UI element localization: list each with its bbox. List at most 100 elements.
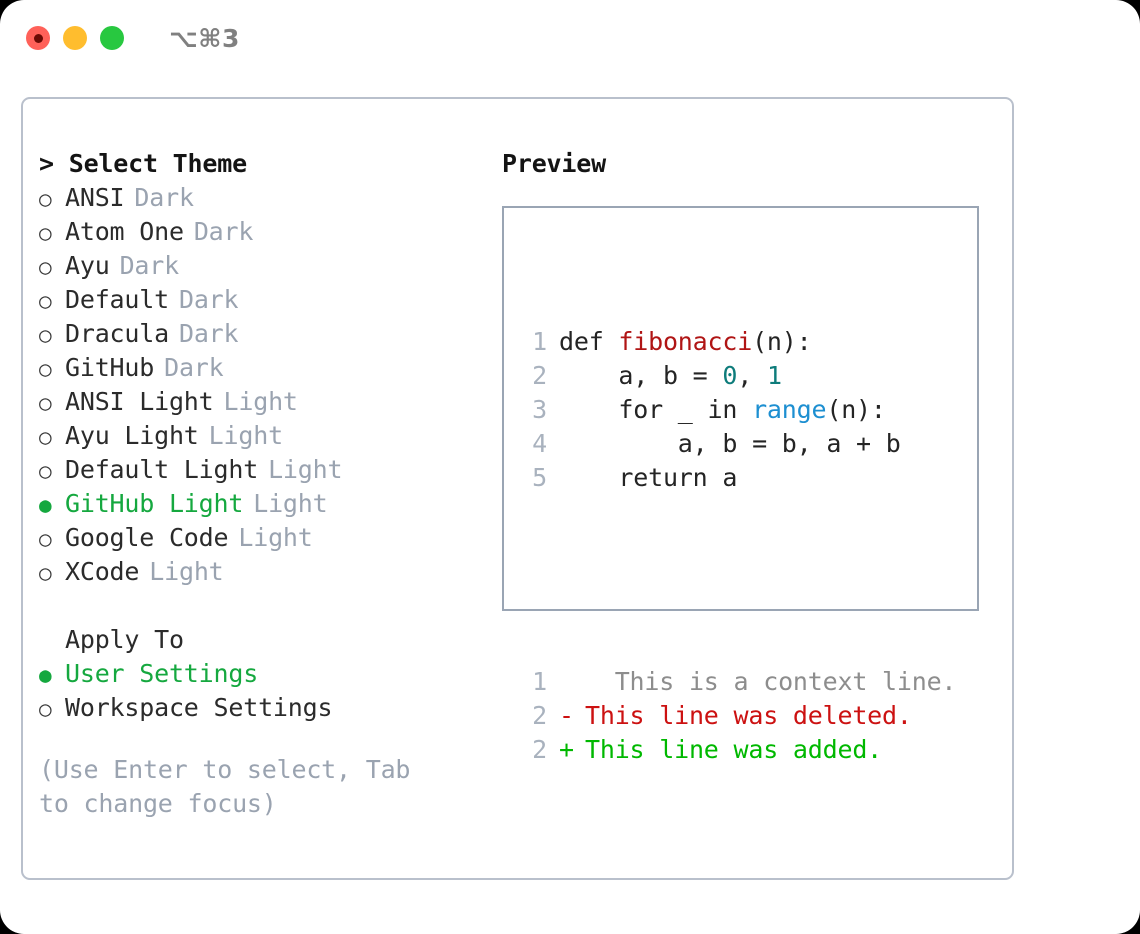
theme-option-category: Dark [178,319,239,348]
theme-option-category: Dark [134,183,194,212]
minimize-button-icon[interactable] [63,26,87,50]
apply-to-option-user-settings[interactable]: ● User Settings [39,657,479,691]
theme-option-label: GitHub Light [65,489,244,518]
preview-title: Preview [502,149,606,178]
code-token: 1 [766,361,782,390]
code-line-number: 4 [532,429,547,458]
radio-unselected-icon: ○ [39,697,52,721]
theme-option-label: GitHub [65,353,155,382]
diff-marker-icon: + [559,735,574,764]
radio-unselected-icon: ○ [39,561,52,585]
code-line-content: return a [559,461,737,495]
theme-option-atom-one[interactable]: ○ Atom One Dark [39,215,479,249]
theme-option-label: ANSI Light [65,387,214,416]
theme-option-ayu-light[interactable]: ○ Ayu Light Light [39,419,479,453]
keyboard-hint-text: (Use Enter to select, Tab to change focu… [39,755,411,818]
code-token: 0 [722,361,738,390]
radio-selected-icon: ● [39,493,52,517]
code-token: range [752,395,827,424]
theme-option-google-code[interactable]: ○ Google Code Light [39,521,479,555]
theme-option-label: Ayu Light [65,421,199,450]
header-text: Select Theme [68,149,247,178]
radio-unselected-icon: ○ [39,425,52,449]
radio-unselected-icon: ○ [39,221,52,245]
theme-option-github-light[interactable]: ● GitHub Light Light [39,487,479,521]
theme-option-label: ANSI [65,183,125,212]
code-token: (n): [826,395,886,424]
close-button-icon[interactable] [26,26,50,50]
code-line: 5 return a [519,461,956,495]
apply-to-option-list: ● User Settings ○ Workspace Settings [39,657,479,725]
diff-line: 2+This line was added. [519,733,956,767]
apply-to-option-workspace-settings[interactable]: ○ Workspace Settings [39,691,479,725]
theme-option-label: Google Code [65,523,229,552]
code-diff-separator [519,563,956,597]
theme-option-label: Atom One [65,217,184,246]
maximize-button-icon[interactable] [100,26,124,50]
code-line-number: 3 [532,395,547,424]
radio-unselected-icon: ○ [39,255,52,279]
theme-option-default[interactable]: ○ Default Dark [39,283,479,317]
diff-line-number: 1 [532,667,547,696]
apply-to-option-label: User Settings [65,659,259,688]
apply-to-title: Apply To [65,625,184,654]
diff-line: 2-This line was deleted. [519,699,956,733]
apply-to-option-label: Workspace Settings [65,693,333,722]
theme-option-category: Dark [119,251,180,280]
code-line-content: a, b = 0, 1 [559,359,782,393]
theme-option-category: Light [223,387,298,416]
keyboard-shortcut-label: ⌥⌘3 [169,23,240,53]
theme-option-category: Light [238,523,313,552]
theme-option-category: Dark [193,217,254,246]
theme-option-category: Light [253,489,328,518]
code-token: for _ in [559,395,753,424]
title-bar: ⌥⌘3 [0,0,1140,76]
code-line: 3 for _ in range(n): [519,393,956,427]
close-dot-icon [33,33,43,43]
select-theme-header: > Select Theme [39,147,479,181]
theme-option-category: Dark [164,353,224,382]
theme-option-github[interactable]: ○ GitHub Dark [39,351,479,385]
theme-option-label: Default Light [65,455,259,484]
theme-option-category: Light [149,557,224,586]
radio-unselected-icon: ○ [39,527,52,551]
code-line: 4 a, b = b, a + b [519,427,956,461]
diff-line-content: This is a context line. [585,667,957,696]
radio-unselected-icon: ○ [39,357,52,381]
radio-unselected-icon: ○ [39,289,52,313]
code-line-content: a, b = b, a + b [559,427,901,461]
code-token: , [737,361,767,390]
diff-marker-icon: - [559,701,574,730]
code-line-content: for _ in range(n): [559,393,886,427]
theme-option-label: Default [65,285,169,314]
radio-selected-icon: ● [39,663,52,687]
code-token: a, b = [559,361,723,390]
theme-option-category: Dark [178,285,239,314]
list-spacer [39,589,479,623]
diff-line-content: This line was deleted. [585,701,912,730]
code-line-number: 2 [532,361,547,390]
theme-option-label: Dracula [65,319,169,348]
diff-line-number: 2 [532,735,547,764]
code-token: return a [559,463,738,492]
code-token: def [559,327,619,356]
traffic-lights [26,26,124,50]
code-line: 2 a, b = 0, 1 [519,359,956,393]
theme-option-category: Light [208,421,283,450]
code-token: a, b = b, a + b [559,429,901,458]
